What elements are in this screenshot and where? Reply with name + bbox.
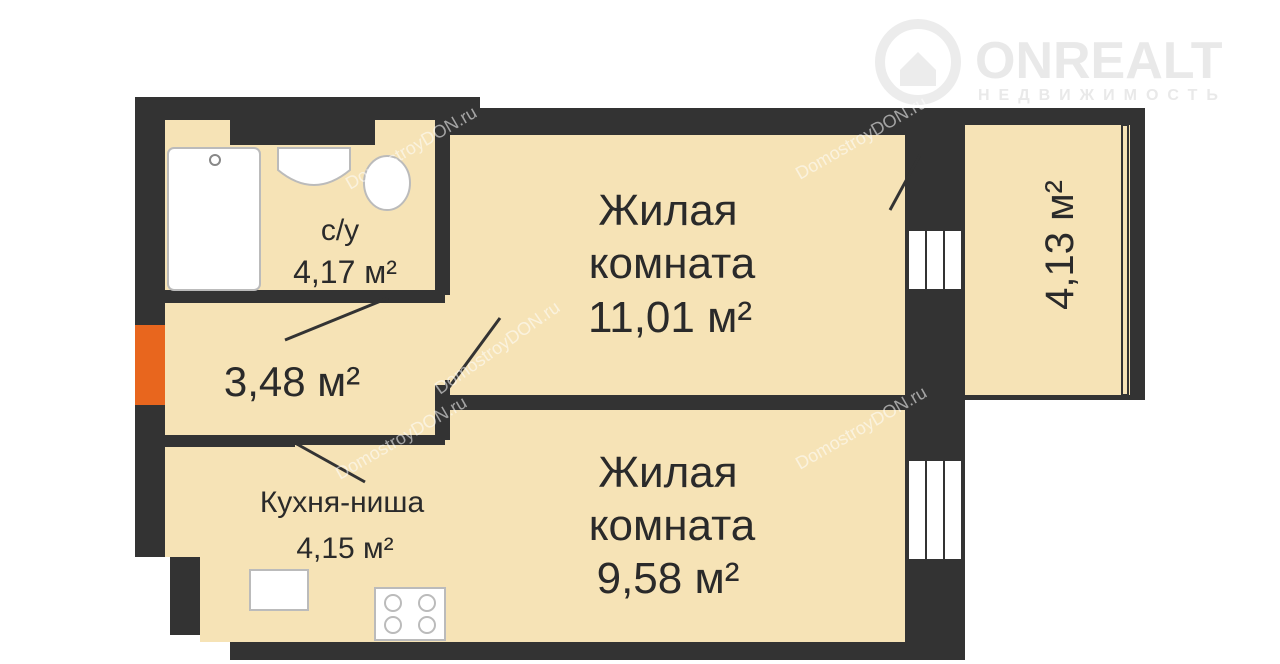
window-1 — [907, 229, 963, 291]
kitchen-floor — [165, 445, 450, 557]
kitchen-name: Кухня-ниша — [260, 486, 425, 519]
living-room-2-name-line1: Жилая — [598, 448, 737, 497]
balcony-railing — [1121, 124, 1129, 396]
hallway-floor — [165, 303, 445, 435]
hallway-area: 3,48 м² — [224, 358, 360, 405]
kitchen-area: 4,15 м² — [296, 532, 393, 565]
kitchen-sink-icon — [249, 569, 309, 611]
balcony-area: 4,13 м² — [1038, 180, 1082, 310]
living-room-1-name-line1: Жилая — [598, 186, 737, 235]
living-room-2-floor — [445, 410, 905, 642]
living-room-1-name-line2: комната — [589, 239, 756, 288]
onrealt-logo: ONREALT НЕДВИЖИМОСТЬ — [875, 19, 1227, 105]
floors — [165, 120, 1130, 642]
stove-icon — [374, 587, 446, 641]
door-swings — [284, 154, 922, 484]
living-room-1-floor — [450, 135, 905, 395]
living-room-2-area: 9,58 м² — [597, 554, 740, 603]
logo-subtitle: НЕДВИЖИМОСТЬ — [978, 87, 1227, 104]
internal-walls — [165, 120, 965, 645]
bathroom-name: с/у — [321, 214, 359, 247]
logo-house-icon — [875, 19, 961, 105]
living-room-2-name-line2: комната — [589, 501, 756, 550]
living-room-1-area: 11,01 м² — [588, 293, 752, 342]
bathroom-area: 4,17 м² — [293, 254, 397, 290]
toilet-icon — [363, 155, 411, 211]
bathtub-icon — [167, 147, 261, 291]
logo-text: ONREALT — [975, 32, 1223, 90]
window-2 — [907, 459, 963, 561]
balcony-floor — [965, 125, 1130, 395]
entrance-door[interactable] — [135, 325, 165, 405]
door-gap — [440, 280, 452, 380]
sink-icon — [277, 147, 351, 186]
